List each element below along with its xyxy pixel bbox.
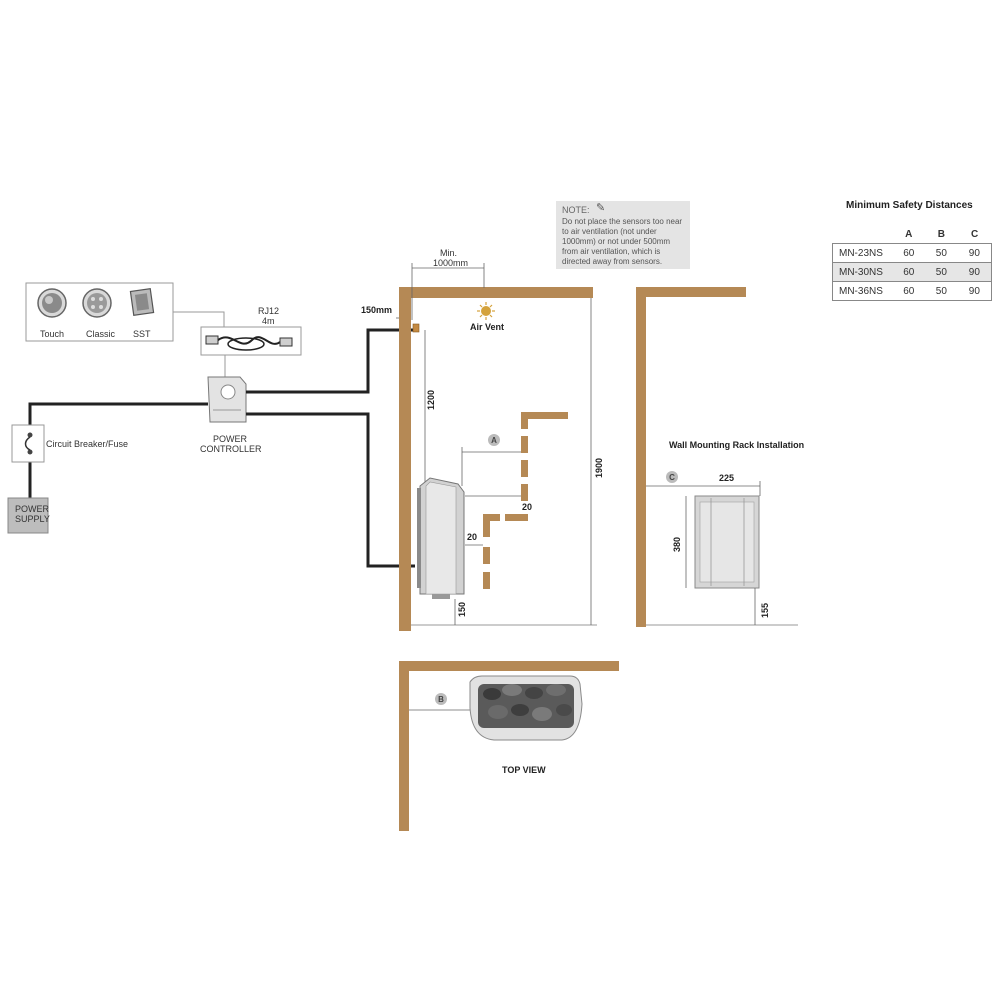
- air-vent-icon: [477, 302, 495, 320]
- touch-panel-icon: [37, 288, 67, 318]
- room-ceiling: [399, 287, 593, 298]
- row-model: MN-30NS: [832, 262, 893, 282]
- power-controller-label-2: CONTROLLER: [200, 444, 262, 454]
- dim-20-left: 20: [467, 532, 477, 542]
- cable-length: 4m: [262, 316, 275, 326]
- table-header-row: A B C: [833, 225, 992, 244]
- dim-150: 150: [457, 602, 467, 617]
- top-view-label: TOP VIEW: [502, 765, 546, 775]
- table-row: MN-23NS 60 50 90: [832, 243, 992, 263]
- power-controller-icon: [207, 376, 247, 423]
- table-title: Minimum Safety Distances: [846, 200, 973, 211]
- circuit-breaker-label: Circuit Breaker/Fuse: [46, 439, 128, 449]
- row-value-a: 60: [892, 262, 926, 282]
- marker-b-label: B: [438, 695, 444, 704]
- pencil-icon: ✎: [596, 202, 606, 214]
- safety-distance-marks: [483, 412, 568, 589]
- row-model: MN-23NS: [832, 243, 893, 263]
- heater-side-icon: [417, 477, 465, 599]
- touch-label: Touch: [40, 329, 64, 339]
- dim-a-line: [461, 447, 521, 486]
- control-panels-group: Touch Classic SST: [25, 282, 174, 342]
- power-supply-label-2: SUPPLY: [15, 514, 50, 524]
- safety-distances-table: A B C MN-23NS 60 50 90 MN-30NS 60 50 90 …: [832, 225, 992, 301]
- cable-name: RJ12: [258, 306, 279, 316]
- column-header-c: C: [970, 228, 979, 240]
- classic-panel-icon: [82, 288, 112, 318]
- row-model: MN-36NS: [832, 281, 893, 301]
- column-header-model: [833, 225, 893, 244]
- rj12-cable-icon: [205, 335, 293, 351]
- row-value-c: 90: [957, 243, 992, 263]
- top-view-walls: [399, 661, 619, 831]
- mounting-rack-icon: [694, 495, 760, 589]
- note-title: NOTE:: [562, 205, 590, 215]
- sensor-note: NOTE: ✎ Do not place the sensors too nea…: [556, 201, 690, 269]
- dim-225: 225: [719, 473, 734, 483]
- sst-panel-icon: [129, 288, 155, 316]
- row-value-c: 90: [957, 262, 992, 282]
- circuit-breaker-icon: [11, 424, 45, 463]
- room-left-wall: [399, 287, 411, 631]
- power-supply-label-1: POWER: [15, 504, 50, 514]
- safety-distances: Minimum Safety Distances A B C MN-23NS 6…: [832, 200, 992, 301]
- wall-mount-title: Wall Mounting Rack Installation: [669, 440, 804, 450]
- marker-a-label: A: [491, 436, 497, 445]
- temperature-sensor-icon: [412, 323, 420, 333]
- marker-b: [435, 693, 447, 705]
- rack-walls: [636, 287, 746, 627]
- min-1000mm-dimension: [411, 263, 485, 320]
- sst-label: SST: [133, 329, 151, 339]
- panel-connector-line: [173, 311, 225, 327]
- cable-heater: [246, 412, 415, 568]
- row-value-b: 50: [925, 262, 958, 282]
- table-row: MN-36NS 60 50 90: [832, 281, 992, 301]
- power-supply-box: [7, 497, 49, 534]
- dim-225-line: [695, 481, 761, 496]
- row-value-b: 50: [925, 281, 958, 301]
- rj12-cable-group: RJ12 4m: [200, 306, 302, 356]
- dim-155: 155: [760, 603, 770, 618]
- column-header-b: B: [937, 228, 945, 240]
- cable-sensor: [246, 328, 418, 394]
- power-cables: [28, 328, 418, 568]
- marker-c: [666, 471, 678, 483]
- row-value-c: 90: [957, 281, 992, 301]
- row-value-a: 60: [892, 281, 926, 301]
- min-label: Min.: [440, 248, 457, 258]
- marker-c-label: C: [669, 473, 675, 482]
- column-header-a: A: [905, 228, 913, 240]
- note-text: Do not place the sensors too near to air…: [562, 217, 683, 266]
- heater-top-icon: [469, 675, 583, 741]
- sauna-room-walls: [399, 287, 593, 631]
- min-value: 1000mm: [433, 258, 468, 268]
- cable-supply-to-controller: [28, 402, 208, 425]
- table-row: MN-30NS 60 50 90: [832, 262, 992, 282]
- dim-380: 380: [672, 537, 682, 552]
- dim-1200: 1200: [426, 390, 436, 410]
- marker-a: [488, 434, 500, 446]
- row-value-a: 60: [892, 243, 926, 263]
- dim-1900: 1900: [594, 458, 604, 478]
- power-controller-label-1: POWER: [213, 434, 248, 444]
- classic-label: Classic: [86, 329, 116, 339]
- dim-20-right: 20: [522, 502, 532, 512]
- row-value-b: 50: [925, 243, 958, 263]
- dim-150mm: 150mm: [361, 305, 392, 315]
- air-vent-label: Air Vent: [470, 322, 504, 332]
